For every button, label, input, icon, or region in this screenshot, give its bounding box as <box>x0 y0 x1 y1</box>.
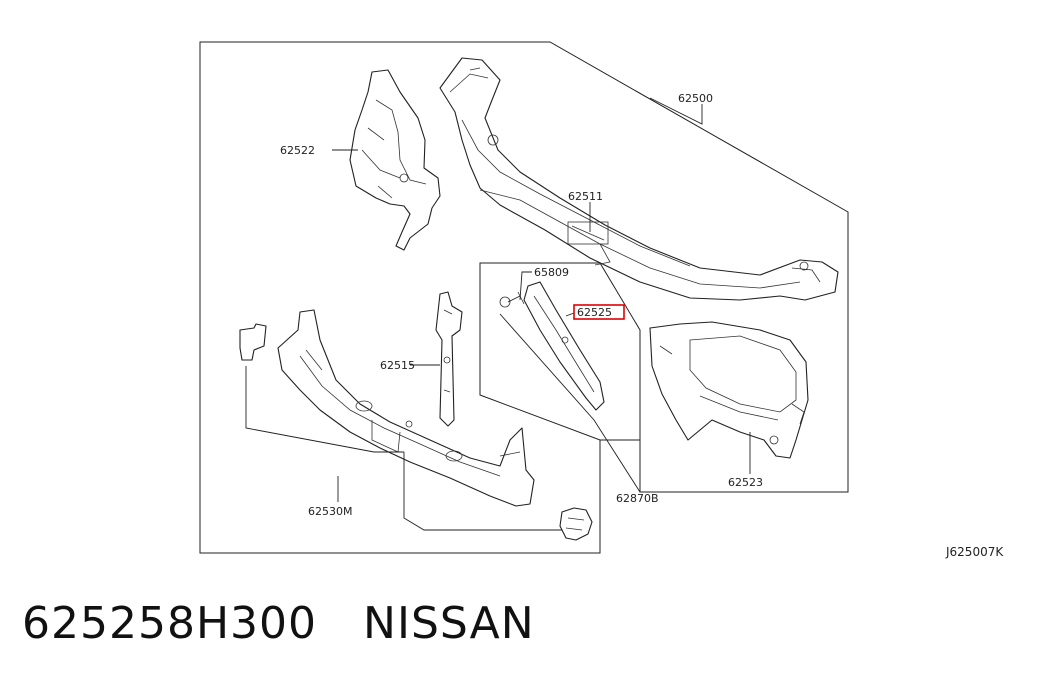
upper-support-part <box>439 57 839 301</box>
vertical-stay-part <box>435 291 463 427</box>
diagonal-stay-part <box>499 281 605 411</box>
label-62530M: 62530M <box>308 505 352 518</box>
label-62523: 62523 <box>728 476 763 489</box>
highlight-box <box>573 304 625 320</box>
label-62500: 62500 <box>678 92 713 105</box>
label-62522: 62522 <box>280 144 315 157</box>
label-62870B: 62870B <box>616 492 659 505</box>
diagram-ref-code: J625007K <box>945 545 1004 559</box>
subassembly-frame <box>479 262 641 441</box>
assembly-frame <box>199 41 849 554</box>
right-panel-part <box>649 321 809 459</box>
label-62515: 62515 <box>380 359 415 372</box>
part-number: 625258H300 <box>22 598 318 649</box>
label-65809: 65809 <box>534 266 569 279</box>
brand-name: NISSAN <box>363 598 535 649</box>
left-bracket-part <box>349 69 441 251</box>
label-62511: 62511 <box>568 190 603 203</box>
lower-support-part <box>239 309 593 541</box>
leader-lines <box>245 97 751 531</box>
label-62525: 62525 <box>577 306 612 319</box>
footer: 625258H300 NISSAN <box>22 598 535 649</box>
